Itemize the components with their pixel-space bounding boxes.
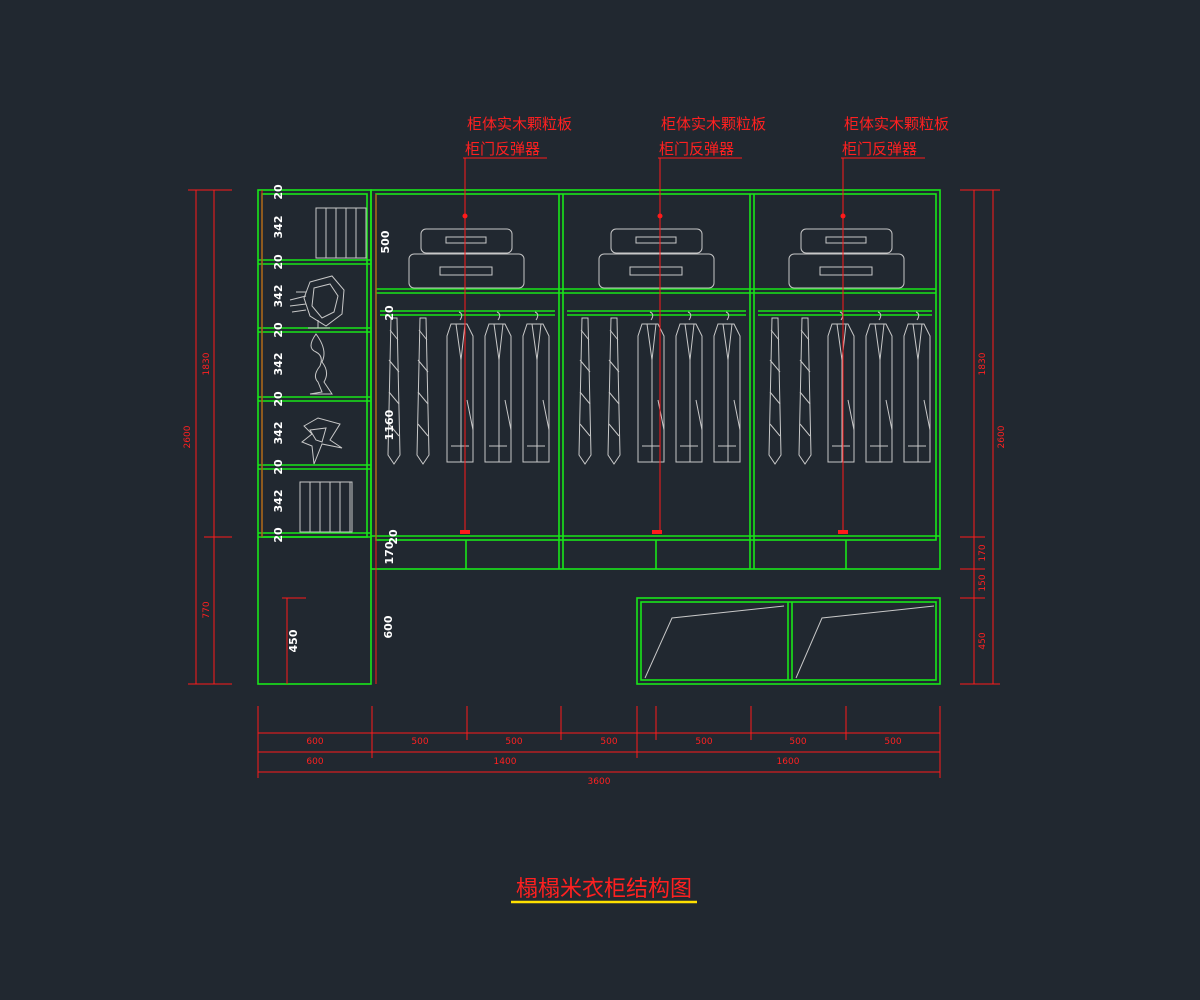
cabinet-dim: 20 — [387, 529, 400, 545]
bottom-dim: 500 — [600, 737, 617, 747]
dim-right-inner: 450 — [978, 632, 988, 649]
hanger-icon — [915, 311, 920, 321]
dim-right-inner: 170 — [978, 544, 988, 561]
suitcase-handle-icon — [635, 236, 677, 244]
jacket-icon — [446, 323, 474, 463]
necktie-icon — [578, 317, 592, 465]
shelf-dim: 20 — [272, 527, 285, 543]
jacket-icon — [903, 323, 931, 463]
shelf-dim: 342 — [272, 216, 285, 239]
callout-material: 柜体实木颗粒板 — [661, 115, 766, 133]
bottom-dim: 1400 — [494, 757, 517, 767]
jacket-icon — [675, 323, 703, 463]
shelf-dim: 20 — [272, 184, 285, 200]
dim-right-outer: 2600 — [997, 425, 1007, 448]
dim-left-inner: 770 — [202, 601, 212, 618]
hanger-icon — [725, 311, 730, 321]
callout-hardware: 柜门反弹器 — [842, 140, 917, 158]
suitcase-icon — [420, 228, 513, 254]
lower-dim: 450 — [287, 629, 300, 652]
shelf-dim: 20 — [272, 391, 285, 407]
hanger-icon — [534, 311, 539, 321]
hanger-icon — [496, 311, 501, 321]
suitcase-handle-icon — [825, 236, 867, 244]
jacket-icon — [713, 323, 741, 463]
shelf-dim: 20 — [272, 322, 285, 338]
dim-right-inner: 1830 — [978, 352, 988, 375]
furniture-figures — [289, 207, 935, 679]
callout-material: 柜体实木颗粒板 — [467, 115, 572, 133]
bottom-dim: 600 — [306, 757, 323, 767]
jacket-icon — [522, 323, 550, 463]
suitcase-icon — [800, 228, 893, 254]
suitcase-icon — [788, 253, 905, 289]
shelf-dim: 342 — [272, 422, 285, 445]
callout-material: 柜体实木颗粒板 — [844, 115, 949, 133]
suitcase-icon — [408, 253, 525, 289]
hanger-icon — [458, 311, 463, 321]
jacket-icon — [637, 323, 665, 463]
binder-icon — [299, 481, 353, 533]
suitcase-handle-icon — [445, 236, 487, 244]
suitcase-icon — [610, 228, 703, 254]
shelf-dim: 342 — [272, 285, 285, 308]
dim-right-inner: 150 — [978, 574, 988, 591]
bottom-dim: 500 — [411, 737, 428, 747]
callout-hardware: 柜门反弹器 — [659, 140, 734, 158]
jacket-icon — [827, 323, 855, 463]
dim-left-inner: 1830 — [202, 352, 212, 375]
necktie-icon — [416, 317, 430, 465]
lower-dim: 600 — [382, 615, 395, 638]
hanger-icon — [839, 311, 844, 321]
suitcase-handle-icon — [439, 266, 493, 276]
binder-icon — [315, 207, 367, 259]
bottom-dim: 500 — [505, 737, 522, 747]
hanger-icon — [649, 311, 654, 321]
suitcase-handle-icon — [629, 266, 683, 276]
necktie-icon — [387, 317, 401, 465]
mask-sculpture-icon — [289, 275, 345, 329]
jacket-icon — [865, 323, 893, 463]
suitcase-handle-icon — [819, 266, 873, 276]
abstract-sculpture-icon — [301, 417, 343, 465]
cabinet-dim: 20 — [383, 305, 396, 321]
cabinet-dim: 500 — [379, 230, 392, 253]
bottom-dim: 500 — [789, 737, 806, 747]
callout-hardware: 柜门反弹器 — [465, 140, 540, 158]
bottom-dim: 600 — [306, 737, 323, 747]
shelf-dim: 20 — [272, 254, 285, 270]
necktie-icon — [798, 317, 812, 465]
figurine-icon — [309, 333, 333, 395]
dimension-lines — [188, 158, 1000, 778]
cabinet-dim: 170 — [383, 541, 396, 564]
shelf-dim: 20 — [272, 459, 285, 475]
dim-left-outer: 2600 — [183, 425, 193, 448]
dimension-labels: 2600 1830 770 2600 1830 170 150 450 20 3… — [183, 184, 1007, 787]
bottom-dim: 1600 — [777, 757, 800, 767]
drawing-title: 榻榻米衣柜结构图 — [516, 877, 692, 902]
hanger-icon — [877, 311, 882, 321]
suitcase-icon — [598, 253, 715, 289]
necktie-icon — [607, 317, 621, 465]
callouts: 柜体实木颗粒板 柜门反弹器 柜体实木颗粒板 柜门反弹器 柜体实木颗粒板 柜门反弹… — [463, 115, 949, 159]
bottom-dim: 500 — [884, 737, 901, 747]
shelf-dim: 342 — [272, 490, 285, 513]
jacket-icon — [484, 323, 512, 463]
cabinet-dim: 1160 — [383, 409, 396, 440]
shelf-dim: 342 — [272, 353, 285, 376]
hanger-icon — [687, 311, 692, 321]
bottom-dim: 500 — [695, 737, 712, 747]
bottom-dim: 3600 — [588, 777, 611, 787]
necktie-icon — [768, 317, 782, 465]
